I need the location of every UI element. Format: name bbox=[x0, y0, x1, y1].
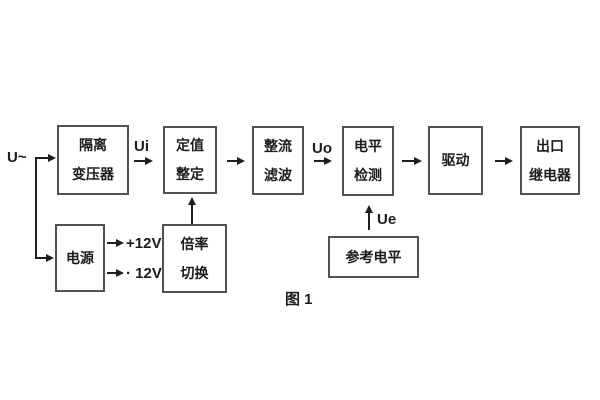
block-reference-level: 参考电平 bbox=[328, 236, 419, 278]
label-ui: Ui bbox=[134, 138, 149, 155]
block-power-supply: 电源 bbox=[55, 224, 105, 292]
figure-caption: 图 1 bbox=[285, 291, 313, 308]
block-setpoint-adjust: 定值 整定 bbox=[163, 126, 217, 194]
block-text: 切换 bbox=[180, 264, 209, 281]
label-minus-12v: · 12V bbox=[126, 265, 162, 282]
arrow-head bbox=[188, 197, 196, 205]
arrow-head bbox=[116, 269, 124, 277]
block-text: 整定 bbox=[176, 166, 204, 182]
label-ue: Ue bbox=[377, 211, 397, 228]
block-rectifier-filter: 整流 滤波 bbox=[252, 126, 304, 195]
label-input-voltage: U~ bbox=[7, 149, 27, 166]
arrow-head bbox=[505, 157, 513, 165]
block-text: 出口 bbox=[536, 137, 564, 154]
arrow-stem bbox=[35, 257, 47, 259]
line-segment bbox=[35, 157, 37, 259]
block-output-relay: 出口 继电器 bbox=[520, 126, 580, 195]
arrow-head bbox=[365, 205, 373, 213]
label-uo: Uo bbox=[312, 140, 332, 157]
arrow-stem bbox=[35, 157, 49, 159]
label-plus-12v: +12V bbox=[126, 235, 162, 252]
block-drive: 驱动 bbox=[428, 126, 483, 195]
arrow-stem bbox=[368, 212, 370, 230]
block-text: 电平 bbox=[354, 138, 382, 154]
arrow-stem bbox=[107, 272, 117, 274]
arrow-head bbox=[145, 157, 153, 165]
block-text: 继电器 bbox=[529, 166, 571, 183]
arrow-stem bbox=[402, 160, 415, 162]
arrow-head bbox=[46, 254, 54, 262]
block-text: 参考电平 bbox=[345, 248, 402, 265]
arrow-head bbox=[116, 239, 124, 247]
arrow-stem bbox=[191, 204, 193, 224]
block-text: 变压器 bbox=[72, 166, 114, 182]
arrow-stem bbox=[314, 160, 325, 162]
arrow-head bbox=[48, 154, 56, 162]
arrow-head bbox=[414, 157, 422, 165]
block-text: 定值 bbox=[176, 137, 204, 153]
block-isolation-transformer: 隔离 变压器 bbox=[57, 125, 129, 195]
arrow-head bbox=[324, 157, 332, 165]
block-level-detect: 电平 检测 bbox=[342, 126, 394, 196]
block-text: 整流 bbox=[264, 137, 292, 154]
arrow-head bbox=[237, 157, 245, 165]
block-text: 驱动 bbox=[441, 152, 470, 168]
arrow-stem bbox=[107, 242, 117, 244]
block-text: 电源 bbox=[66, 249, 94, 266]
arrow-stem bbox=[495, 160, 506, 162]
block-text: 倍率 bbox=[180, 235, 209, 252]
block-text: 检测 bbox=[354, 167, 382, 183]
block-text: 滤波 bbox=[264, 166, 292, 183]
block-text: 隔离 bbox=[79, 137, 107, 153]
arrow-stem bbox=[227, 160, 238, 162]
block-ratio-switch: 倍率 切换 bbox=[162, 224, 227, 293]
arrow-stem bbox=[134, 160, 146, 162]
